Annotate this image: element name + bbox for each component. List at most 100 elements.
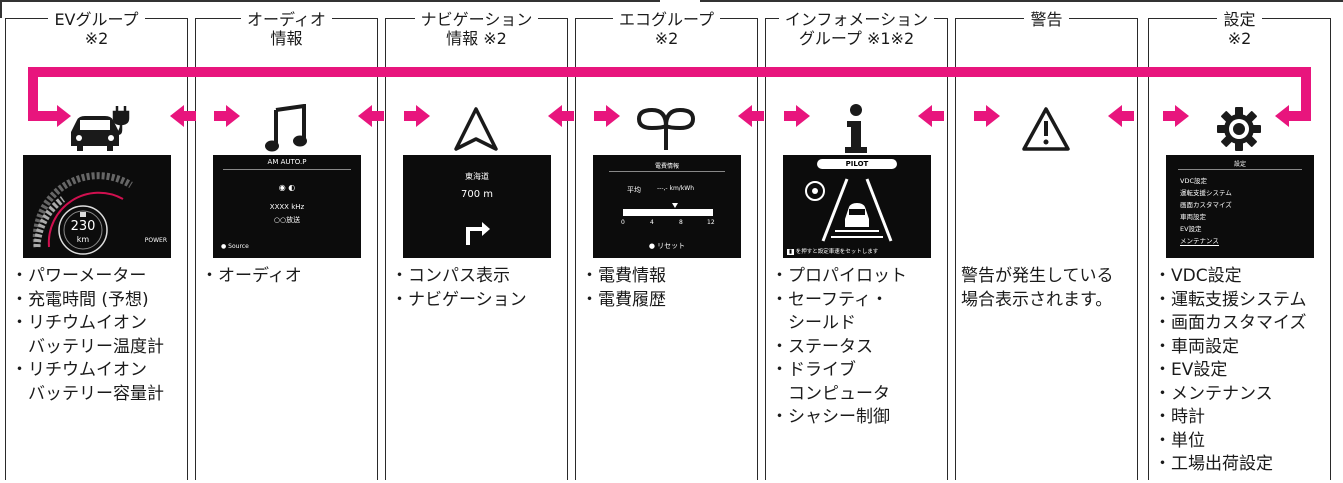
flow-line-left-foot <box>28 111 50 121</box>
propilot-screen: PILOT ▮ を押すと設定車速をセットします <box>783 155 931 258</box>
column-title: インフォメーション グループ ※1※2 <box>765 10 948 48</box>
signal-icon: ◉ ◐ <box>278 183 296 192</box>
source-label: ● Source <box>221 243 249 250</box>
eco-screen: 電費情報 平均 ---,- km/kWh 0 4 8 12 ● リセット <box>593 155 741 258</box>
eco-leaf-icon <box>621 100 711 158</box>
hint-text: を押すと設定車速をセットします <box>795 249 879 255</box>
arrow-right-icon <box>214 105 240 127</box>
column-title: 設定 ※2 <box>1148 10 1331 48</box>
reset-label: ● リセット <box>648 242 686 250</box>
flow-line-right-drop <box>1301 67 1311 121</box>
arrow-left-icon <box>918 105 944 127</box>
title-line1: インフォメーション <box>778 10 935 29</box>
audio-screen: AM AUTO.P ◉ ◐ XXXX kHz ○○放送 ● Source <box>213 155 361 258</box>
menu-item: メンテナンス <box>1180 237 1219 246</box>
eco-header: 電費情報 <box>654 163 679 170</box>
list-item: ・パワーメーター <box>11 266 147 286</box>
list-item: ・プロパイロット <box>771 266 907 286</box>
station-name: AM AUTO.P <box>267 158 307 166</box>
tick-label: 12 <box>707 219 715 226</box>
arrow-right-icon <box>404 105 430 127</box>
frequency: XXXX kHz <box>269 203 305 211</box>
reset-text: リセット <box>657 242 686 250</box>
item-list: ・パワーメーター ・充電時間 (予想) ・リチウムイオン バッテリー温度計 ・リ… <box>11 265 187 406</box>
list-item: ・ステータス <box>771 336 873 357</box>
menu-item: 車両設定 <box>1180 213 1206 221</box>
tick-label: 8 <box>679 219 683 226</box>
warning-note: 警告が発生している 場合表示されます。 <box>961 265 1137 312</box>
arrow-left-icon <box>548 105 574 127</box>
note-line: 場合表示されます。 <box>961 289 1113 310</box>
warning-triangle-icon <box>1001 100 1091 158</box>
gear-icon <box>1194 100 1284 158</box>
arrow-right-icon <box>784 105 810 127</box>
title-line2: ※2 <box>78 29 115 48</box>
menu-item: EV設定 <box>1180 225 1202 233</box>
title-line1: オーディオ <box>241 10 332 29</box>
compass-arrow-icon <box>431 100 521 158</box>
title-line1: 警告 <box>1024 10 1069 29</box>
column-ev-group: EVグループ ※2 230 km POWER <box>5 10 188 480</box>
arrow-right-icon <box>45 105 71 127</box>
title-line2: グループ ※1※2 <box>792 29 921 48</box>
list-item: ・リチウムイオン <box>11 360 147 380</box>
title-line1: エコグループ <box>612 10 721 29</box>
list-item: ・充電時間 (予想) <box>11 289 149 310</box>
title-line2: 情報 ※2 <box>440 29 513 48</box>
road-name: 東海道 <box>465 172 489 181</box>
flow-line-left-drop <box>28 67 38 121</box>
list-item: ・時計 <box>1154 407 1205 427</box>
title-line1: EVグループ <box>48 10 145 29</box>
list-item: ・電費情報 <box>581 266 666 286</box>
arrow-left-icon <box>738 105 764 127</box>
column-title: エコグループ ※2 <box>575 10 758 48</box>
column-title: EVグループ ※2 <box>5 10 188 48</box>
list-item: ・画面カスタマイズ <box>1154 313 1307 333</box>
lane-view-icon <box>805 178 893 242</box>
arrow-right-icon <box>974 105 1000 127</box>
list-item: ・EV設定 <box>1154 360 1228 380</box>
list-item: ・メンテナンス <box>1154 383 1273 404</box>
column-title: 警告 <box>955 10 1138 48</box>
arrow-left-icon <box>170 105 196 127</box>
arrow-left-icon <box>1275 105 1301 127</box>
avg-label: 平均 <box>627 186 641 194</box>
column-settings: 設定 ※2 設定 <box>1148 10 1331 480</box>
list-item: ・車両設定 <box>1154 336 1239 357</box>
ev-car-plug-icon <box>51 100 141 158</box>
outer-bracket-right <box>700 0 1343 2</box>
column-information-group: インフォメーション グループ ※1※2 PILOT ▮ を押すと設定車速をセット… <box>765 10 948 480</box>
item-list: ・VDC設定 ・運転支援システム ・画面カスタマイズ ・車両設定 ・EV設定 ・… <box>1154 265 1330 477</box>
set-speed-hint: ▮ を押すと設定車速をセットします <box>787 249 879 255</box>
title-line2: ※2 <box>648 29 685 48</box>
title-line1: 設定 <box>1217 10 1262 29</box>
note-line: 警告が発生している <box>961 266 1114 286</box>
menu-item: 画面カスタマイズ <box>1180 201 1232 209</box>
list-item: ・オーディオ <box>201 266 302 286</box>
power-label: POWER <box>144 237 167 244</box>
item-list: ・電費情報 ・電費履歴 <box>581 265 757 312</box>
gauge-unit: km <box>76 235 90 244</box>
list-item: ・ドライブ <box>771 360 856 380</box>
pilot-badge: PILOT <box>817 159 897 169</box>
turn-right-icon <box>466 222 490 245</box>
settings-header: 設定 <box>1233 161 1246 168</box>
column-audio: オーディオ 情報 AM AUTO.P ◉ ◐ XXXX kHz ○○放送 ● S… <box>195 10 378 480</box>
column-eco-group: エコグループ ※2 電費情報 平均 ---,- km/kWh 0 4 8 12 … <box>575 10 758 480</box>
turn-distance: 700 m <box>460 189 493 200</box>
flow-line-top <box>28 67 1311 77</box>
arrow-right-icon <box>594 105 620 127</box>
list-item: ・運転支援システム <box>1154 289 1307 310</box>
navigation-screen: 東海道 700 m <box>403 155 551 258</box>
list-item: ・VDC設定 <box>1154 266 1242 286</box>
list-item: ・ナビゲーション <box>391 289 527 310</box>
list-item: コンピュータ <box>771 383 890 404</box>
pilot-text: PILOT <box>845 160 869 168</box>
list-item: バッテリー温度計 <box>11 336 164 357</box>
column-navigation: ナビゲーション 情報 ※2 東海道 700 m ・コンパス表示 ・ナビゲーション <box>385 10 568 480</box>
list-item: シールド <box>771 313 856 333</box>
item-list: ・オーディオ <box>201 265 377 289</box>
outer-bracket-left <box>0 0 660 2</box>
list-item: ・コンパス表示 <box>391 266 510 286</box>
